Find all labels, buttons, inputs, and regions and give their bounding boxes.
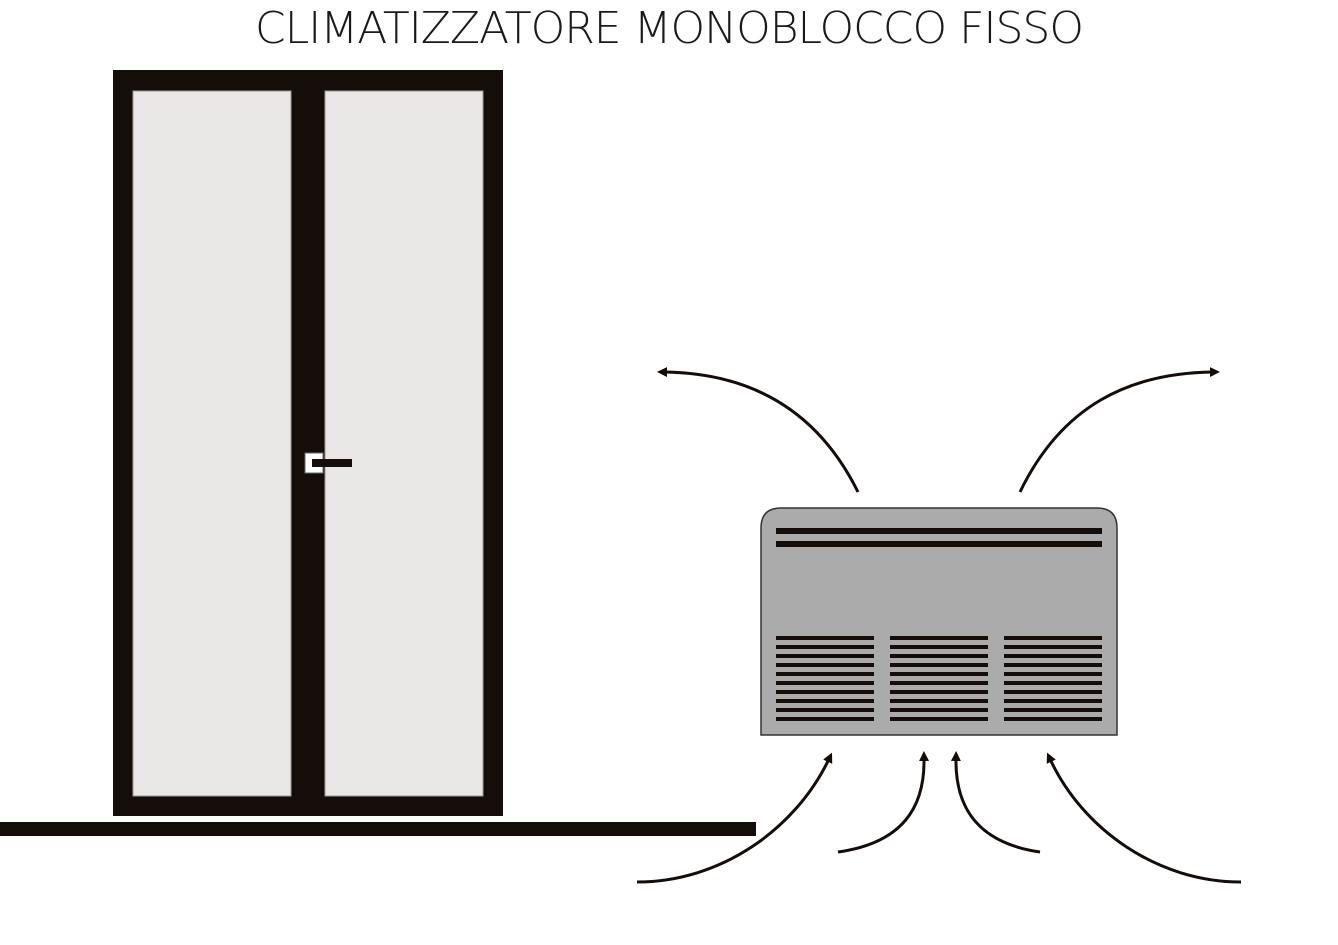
vent-slat-2-9 <box>890 708 988 712</box>
vent-slat-3-9 <box>1004 708 1102 712</box>
inflow-arrow-1-icon <box>636 752 833 884</box>
vent-slat-1-8 <box>776 699 874 703</box>
vent-slat-1-2 <box>776 645 874 649</box>
vent-slat-3-10 <box>1004 717 1102 721</box>
vent-slat-1-3 <box>776 654 874 658</box>
inflow-arrow-3-icon <box>950 751 1041 854</box>
outflow-arrow-right-icon <box>1018 367 1220 493</box>
outflow-arrow-left-icon <box>657 367 860 493</box>
vent-slat-3-4 <box>1004 663 1102 667</box>
vent-slat-3-5 <box>1004 672 1102 676</box>
vent-slat-3-1 <box>1004 636 1102 640</box>
vent-slat-3-8 <box>1004 699 1102 703</box>
vent-slat-2-3 <box>890 654 988 658</box>
inflow-arrow-2-icon <box>837 751 930 854</box>
vent-slat-2-8 <box>890 699 988 703</box>
vent-slat-2-1 <box>890 636 988 640</box>
diagram-title: CLIMATIZZATORE MONOBLOCCO FISSO <box>255 3 1084 54</box>
inflow-arrow-4-icon <box>1046 752 1242 884</box>
door-right-glass <box>324 90 484 797</box>
door-left-glass <box>132 90 292 797</box>
door-handle-icon <box>304 452 352 474</box>
vent-slat-2-10 <box>890 717 988 721</box>
vent-slat-2-4 <box>890 663 988 667</box>
unit-front-grilles <box>776 636 1102 721</box>
vent-slat-1-5 <box>776 672 874 676</box>
door-icon <box>113 70 503 816</box>
unit-top-vent <box>776 528 1102 547</box>
unit-body <box>760 507 1118 736</box>
floor-line <box>0 822 756 836</box>
vent-slat-3-3 <box>1004 654 1102 658</box>
vent-slat-2-5 <box>890 672 988 676</box>
vent-slat-3-6 <box>1004 681 1102 685</box>
vent-slat-2-6 <box>890 681 988 685</box>
vent-slat-1-9 <box>776 708 874 712</box>
vent-slat-1-7 <box>776 690 874 694</box>
vent-slat-2-2 <box>890 645 988 649</box>
vent-slat-3-7 <box>1004 690 1102 694</box>
vent-slat-3-2 <box>1004 645 1102 649</box>
vent-slat-1-10 <box>776 717 874 721</box>
vent-slat-2-7 <box>890 690 988 694</box>
vent-slat-1-1 <box>776 636 874 640</box>
air-conditioner-unit-icon <box>760 507 1118 736</box>
vent-slat-1-6 <box>776 681 874 685</box>
vent-slat-1-4 <box>776 663 874 667</box>
